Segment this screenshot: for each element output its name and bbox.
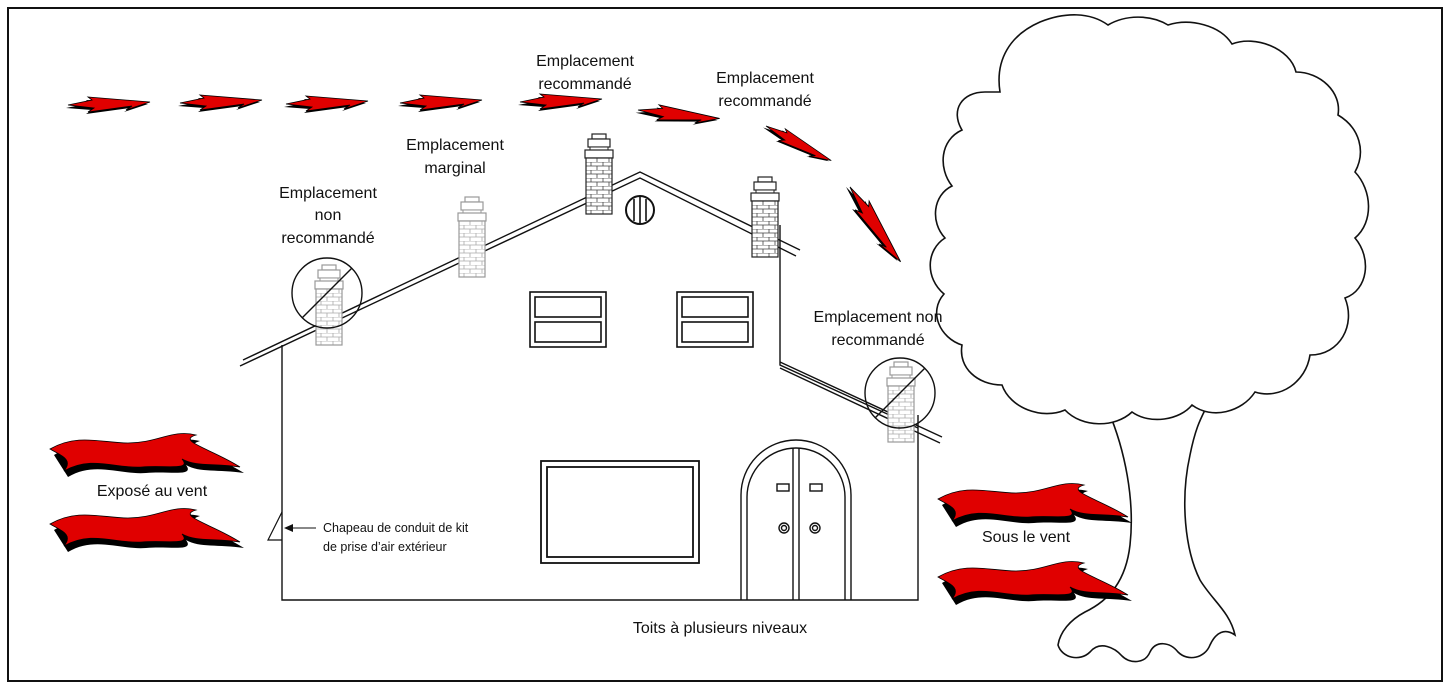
labels: Emplacement non recommandé Emplacement m…: [97, 53, 1071, 637]
label-recommended-b-1: Emplacement: [716, 70, 814, 87]
vent-cap: [267, 511, 283, 541]
lower-roof-edge: [779, 225, 919, 429]
label-not-recommended-left-3: recommandé: [281, 230, 374, 247]
label-marginal-2: marginal: [424, 160, 485, 177]
main-roof: [239, 171, 801, 367]
label-leeward: Sous le vent: [982, 529, 1071, 546]
house: [239, 171, 943, 601]
label-recommended-a-2: recommandé: [538, 76, 631, 93]
label-recommended-a-1: Emplacement: [536, 53, 634, 70]
front-door: [740, 439, 852, 600]
chimney-recommended-right: [750, 176, 780, 258]
label-marginal-1: Emplacement: [406, 137, 504, 154]
label-multi-level-roofs: Toits à plusieurs niveaux: [633, 620, 807, 637]
label-not-recommended-left-1: Emplacement: [279, 185, 377, 202]
large-window: [540, 460, 700, 564]
upper-window-left: [529, 291, 607, 348]
label-vent-cap-2: de prise d’air extérieur: [323, 540, 447, 554]
upper-window-right: [676, 291, 754, 348]
chimney-not-recommended-right: [864, 357, 936, 443]
label-not-recommended-right-2: recommandé: [831, 332, 924, 349]
chimney-marginal: [457, 196, 487, 278]
vent-cap-leader: [284, 524, 316, 532]
label-recommended-b-2: recommandé: [718, 93, 811, 110]
label-not-recommended-right-1: Emplacement non: [814, 309, 943, 326]
house-walls: [281, 345, 919, 601]
label-not-recommended-left-2: non: [315, 207, 342, 224]
chimney-not-recommended-left: [291, 257, 363, 346]
label-vent-cap-1: Chapeau de conduit de kit: [323, 521, 469, 535]
chimney-recommended-top: [584, 133, 614, 215]
label-windward: Exposé au vent: [97, 483, 208, 500]
